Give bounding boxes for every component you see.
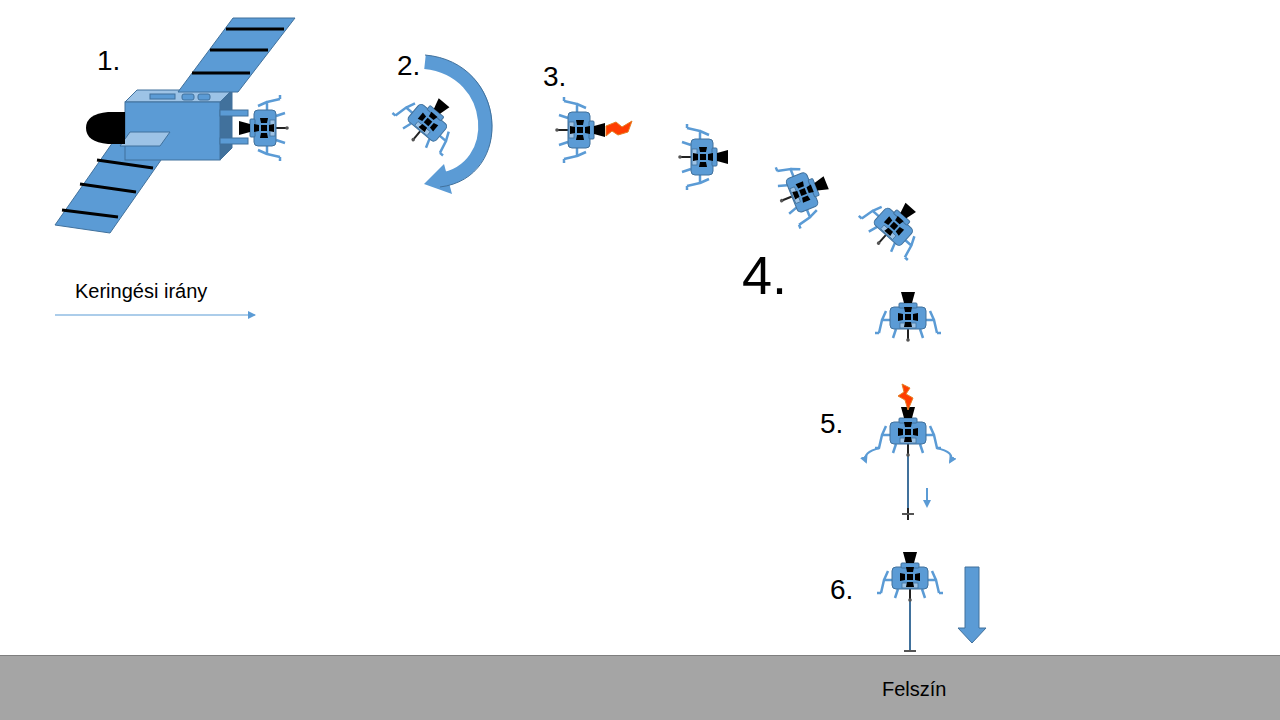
callout-number: 4. xyxy=(742,248,787,302)
surface-band: Felszín xyxy=(0,655,1280,720)
callout-number: 3. xyxy=(543,63,566,91)
callout-number: 6. xyxy=(830,576,853,604)
direction-label: Keringési irány xyxy=(75,281,207,301)
callout-number: 2. xyxy=(397,52,420,80)
callout-number: 5. xyxy=(820,410,843,438)
surface-label: Felszín xyxy=(882,679,946,699)
callout-number: 1. xyxy=(97,47,120,75)
